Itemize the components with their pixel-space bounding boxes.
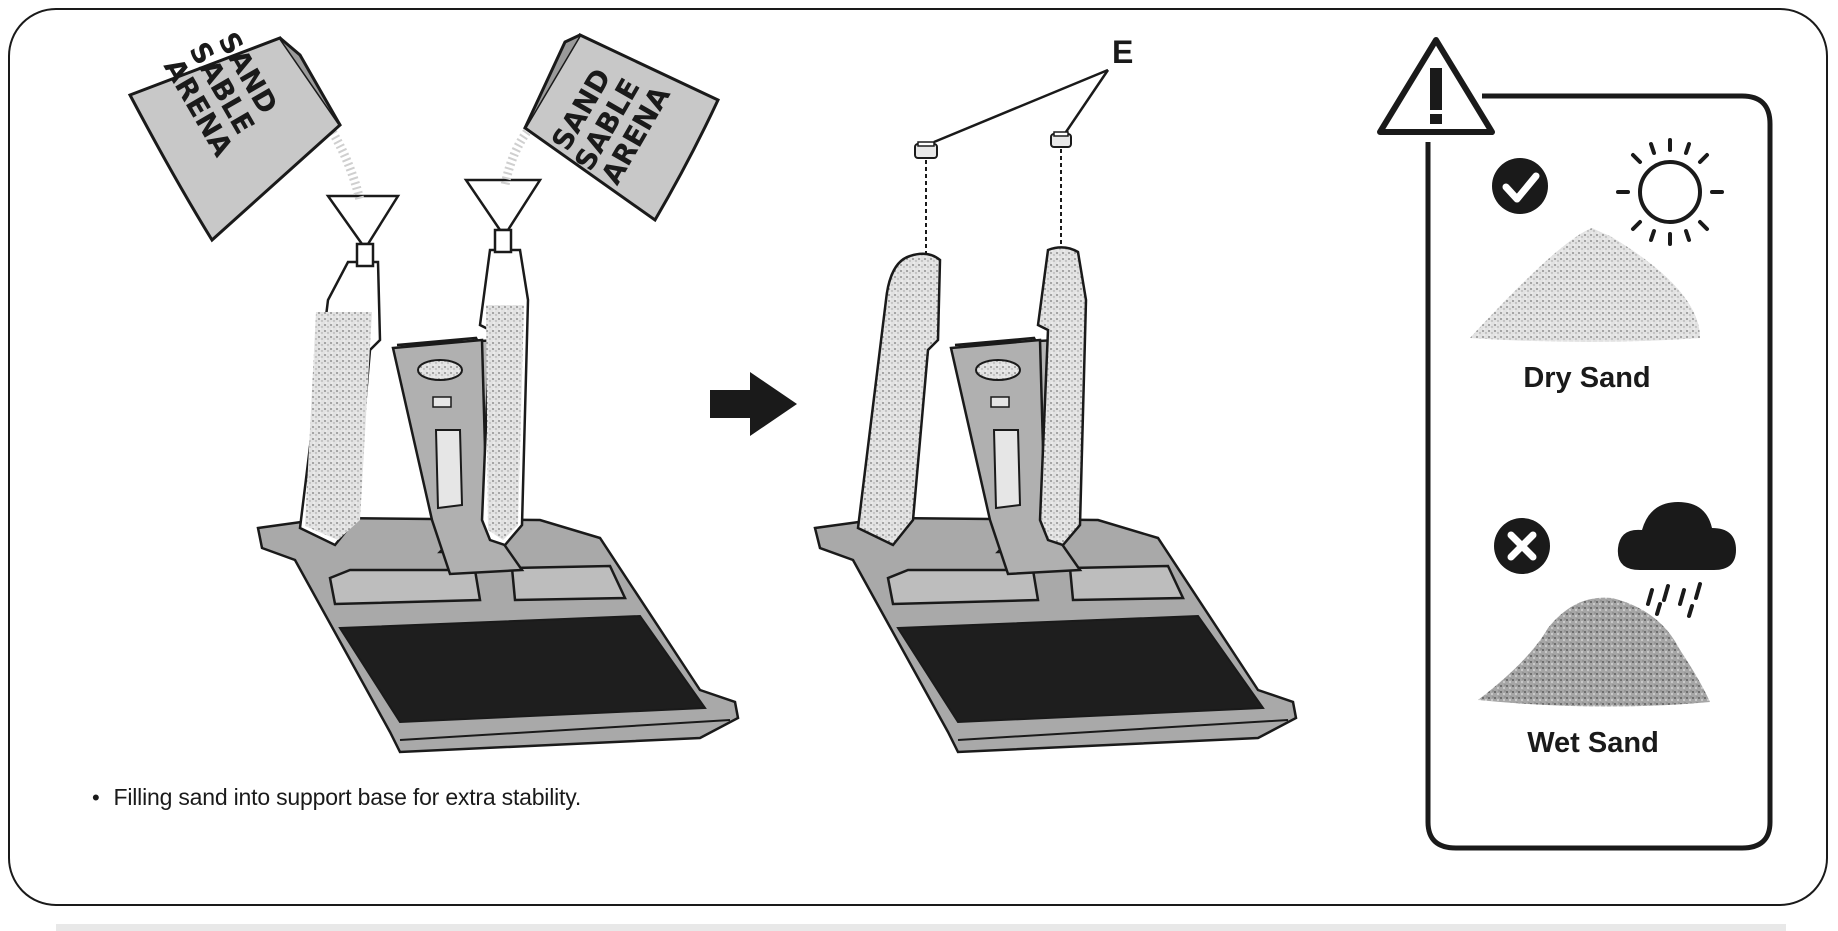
callout-line [933,68,1109,144]
dry-sand-pile [1470,228,1700,342]
sun-icon [1616,138,1724,246]
bottom-scrollbar[interactable] [56,924,1786,931]
sand-stream [326,125,365,202]
arrow-right-icon [710,372,797,436]
wet-sand-label: Wet Sand [1527,727,1659,759]
stand-right [813,246,1298,754]
caption: • Filling sand into support base for ext… [92,784,581,811]
warning-panel [1425,93,1773,851]
wet-sand-pile [1478,597,1710,707]
caption-bullet: • [92,784,100,810]
cap-icon [914,141,938,159]
check-icon [1492,158,1548,214]
callout-label-e: E [1112,34,1134,70]
caption-text: Filling sand into support base for extra… [113,784,582,810]
sand-bag-left: SAND SABLE ARENA [127,26,342,243]
cap-icon [1050,131,1072,148]
funnel-icon [325,194,401,268]
sand-bag-right: SAND SABLE ARENA [523,33,720,223]
funnel-icon [463,178,543,254]
rain-cloud-icon [1617,502,1736,618]
stand-left [256,248,740,754]
warning-icon [1377,37,1495,135]
sand-stream [500,125,534,186]
dry-sand-label: Dry Sand [1523,362,1651,394]
cross-icon [1494,518,1550,574]
callout-line [1064,69,1110,133]
